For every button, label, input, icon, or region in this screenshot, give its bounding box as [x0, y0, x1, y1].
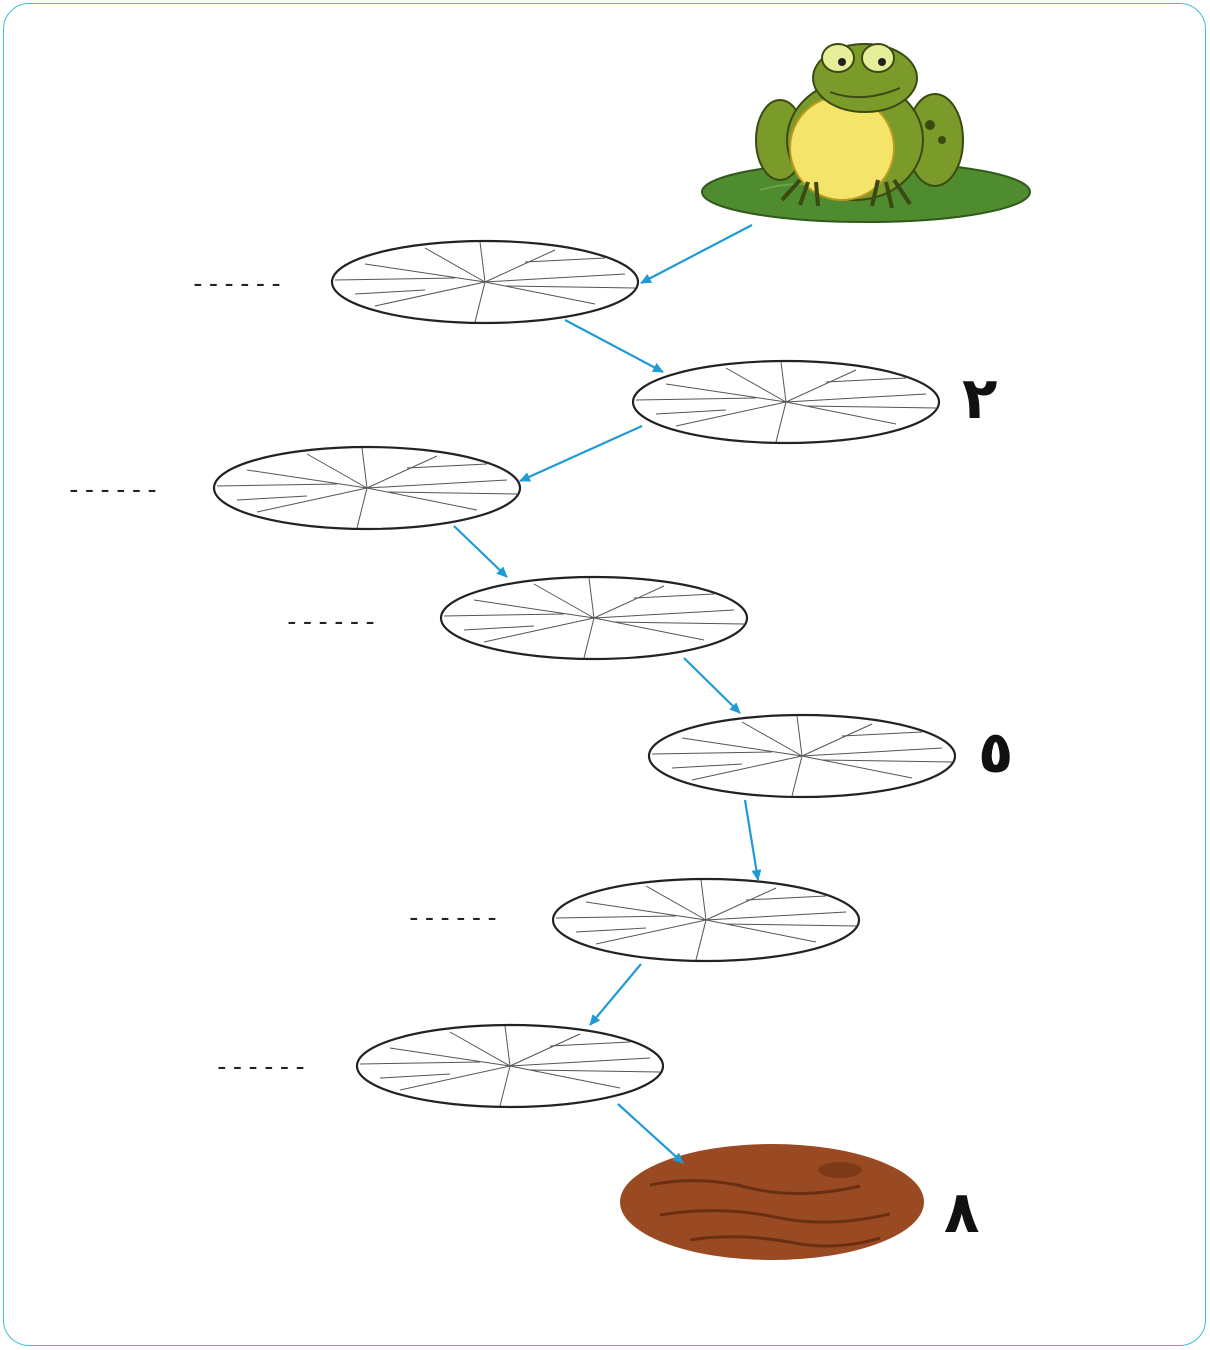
arrow-icon	[743, 799, 762, 881]
lily-pad-outline-icon	[355, 1023, 665, 1109]
arrow-icon	[683, 657, 741, 714]
lily-pad-outline-icon	[439, 575, 749, 661]
number-label: ٢	[962, 364, 997, 432]
blank-pad-6[interactable]: ------	[406, 903, 500, 933]
mud-rock-icon	[620, 1144, 924, 1260]
arrow-icon	[640, 224, 753, 284]
arrow-icon	[589, 963, 642, 1026]
arrow-icon	[453, 525, 508, 578]
arrow-icon	[519, 424, 643, 483]
lily-pad-outline-icon	[330, 239, 640, 325]
blank-pad-3[interactable]: ------	[66, 475, 160, 505]
number-label: ٥	[978, 718, 1013, 786]
lily-pad-outline-icon	[212, 445, 522, 531]
lily-pad-outline-icon	[647, 713, 957, 799]
blank-pad-7[interactable]: ------	[214, 1052, 308, 1082]
blank-pad-1[interactable]: ------	[190, 269, 284, 299]
blank-pad-4[interactable]: ------	[284, 607, 378, 637]
number-label: ٨	[944, 1178, 979, 1246]
arrow-icon	[564, 319, 664, 373]
lily-pad-outline-icon	[551, 877, 861, 963]
frog-on-lily-pad-icon	[701, 43, 1031, 223]
lily-pad-outline-icon	[631, 359, 941, 445]
worksheet-frame	[3, 3, 1206, 1346]
arrow-icon	[617, 1103, 684, 1164]
